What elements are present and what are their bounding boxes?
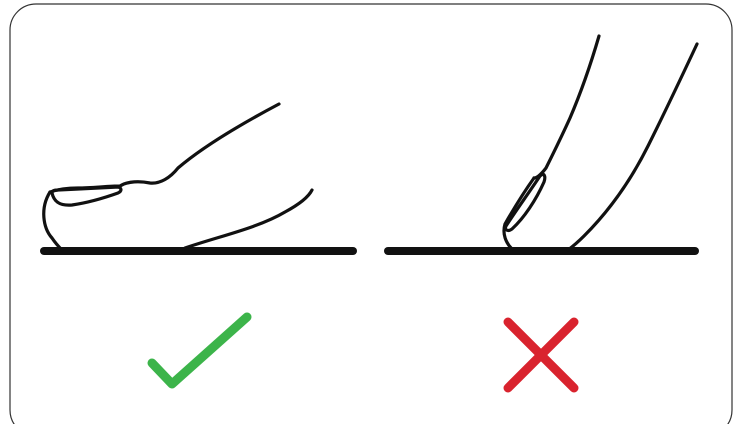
card-frame [10,4,732,424]
